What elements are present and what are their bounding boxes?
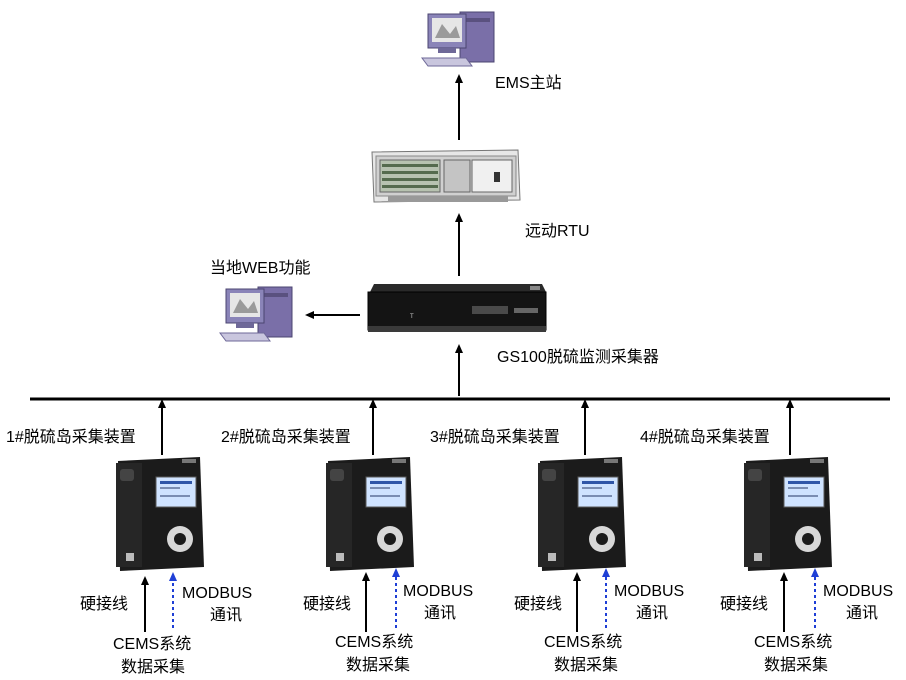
cems-data-label: 数据采集 <box>346 657 411 674</box>
rtu-label: 远动RTU <box>525 223 590 240</box>
web-workstation-icon <box>219 286 293 342</box>
collection-device-icon <box>326 457 414 571</box>
cems-label: CEMS系统 <box>113 636 192 653</box>
cems-label: CEMS系统 <box>544 634 623 651</box>
svg-text:T: T <box>410 314 414 320</box>
gs100-collector-icon: T <box>367 284 547 332</box>
hardwire-label: 硬接线 <box>720 596 769 613</box>
cems-data-label: 数据采集 <box>764 657 829 674</box>
unit-title: 2#脱硫岛采集装置 <box>221 429 351 446</box>
modbus-comm-label: 通讯 <box>424 605 457 622</box>
modbus-label: MODBUS <box>403 583 474 600</box>
unit-title: 1#脱硫岛采集装置 <box>6 429 136 446</box>
hardwire-label: 硬接线 <box>80 596 129 613</box>
modbus-comm-label: 通讯 <box>636 605 669 622</box>
cems-label: CEMS系统 <box>754 634 833 651</box>
cems-label: CEMS系统 <box>335 634 414 651</box>
rtu-rack-icon <box>371 149 521 203</box>
modbus-label: MODBUS <box>614 583 685 600</box>
hardwire-label: 硬接线 <box>514 596 563 613</box>
ems-workstation-icon <box>421 11 495 67</box>
cems-data-label: 数据采集 <box>121 659 186 676</box>
collection-device-icon <box>116 457 204 571</box>
modbus-label: MODBUS <box>182 585 253 602</box>
gs100-label: GS100脱硫监测采集器 <box>497 349 659 366</box>
modbus-label: MODBUS <box>823 583 894 600</box>
hardwire-label: 硬接线 <box>303 596 352 613</box>
collection-device-icon <box>538 457 626 571</box>
cems-data-label: 数据采集 <box>554 657 619 674</box>
ems-label: EMS主站 <box>495 75 562 92</box>
collection-device-icon <box>744 457 832 571</box>
web-label: 当地WEB功能 <box>210 260 311 277</box>
modbus-comm-label: 通讯 <box>846 605 879 622</box>
unit-title: 3#脱硫岛采集装置 <box>430 429 560 446</box>
unit-title: 4#脱硫岛采集装置 <box>640 429 770 446</box>
modbus-comm-label: 通讯 <box>210 607 243 624</box>
